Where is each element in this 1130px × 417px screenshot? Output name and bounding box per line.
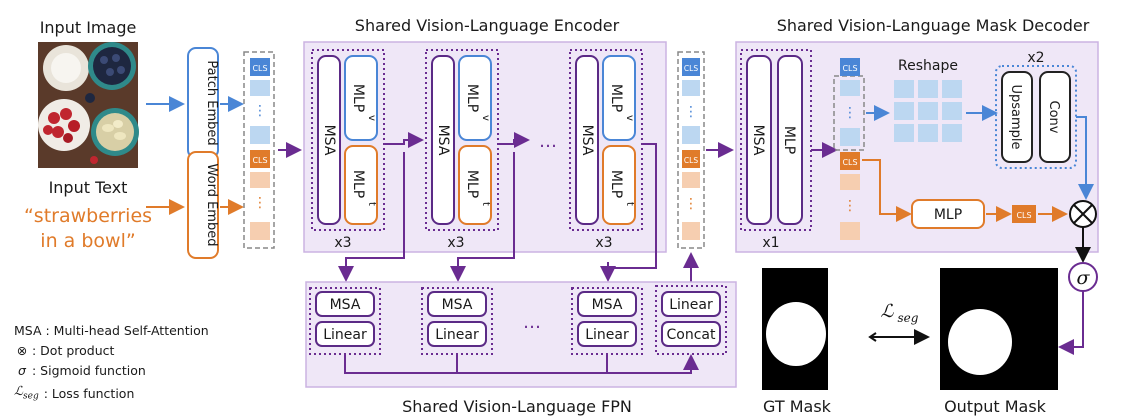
svg-text:x1: x1 [762,235,779,251]
svg-text:⋮: ⋮ [253,103,267,119]
loss-icon: ℒseg [14,383,39,402]
svg-text:Concat: Concat [667,327,716,343]
svg-text:MLP: MLP [781,126,797,154]
encoder-block-2: MSA MLP v MLP t x3 [425,49,499,251]
svg-text:MSA: MSA [321,125,337,156]
svg-text:CLS: CLS [684,156,698,165]
svg-text:x3: x3 [447,235,464,251]
svg-text:MSA: MSA [435,125,451,156]
svg-text:⋮: ⋮ [684,196,698,212]
svg-text:σ: σ [1077,267,1091,289]
svg-text:Word Embed: Word Embed [204,164,219,247]
svg-text:MSA: MSA [579,125,595,156]
svg-text:MLP: MLP [464,170,480,198]
decoder-title: Shared Vision-Language Mask Decoder [777,16,1090,35]
fpn-title: Shared Vision-Language FPN [402,397,632,416]
svg-text:Linear: Linear [585,327,629,343]
upsample-conv-block: Upsample Conv [995,65,1077,169]
svg-text:CLS: CLS [252,156,267,165]
input-text-line1: “strawberries [24,205,152,227]
decoder-block: MSA MLP x1 [740,49,812,251]
input-text-label: Input Text [49,178,128,197]
encoder-block-1: MSA MLP v MLP t x3 [311,49,385,251]
svg-text:Upsample: Upsample [1008,84,1023,149]
fpn-concat-block: Linear Concat [655,285,727,355]
svg-text:seg: seg [898,311,919,325]
input-text-line2: in a bowl” [40,230,135,252]
input-token-column: CLS ⋮ CLS ⋮ [243,51,275,249]
svg-text:MLP: MLP [608,84,624,112]
output-mask-title: Output Mask [944,397,1047,416]
patch-embed: Patch Embed [187,47,219,159]
dot-product-node [1069,200,1097,228]
fpn-block-2: MSA Linear [421,287,493,355]
svg-text:⋮: ⋮ [684,104,698,120]
encoder-block-3: MSA MLP v MLP t x3 [569,49,643,251]
word-embed: Word Embed [187,151,219,259]
legend: MSA : Multi-head Self-Attention ⊗ : Dot … [14,321,209,407]
upsample-repeat: x2 [1027,50,1044,66]
output-mask-image [940,268,1058,390]
svg-text:⋮: ⋮ [843,105,857,121]
svg-text:t: t [624,202,635,206]
svg-text:v: v [366,115,377,121]
input-image-title: Input Image [40,18,137,37]
middle-token-column: CLS ⋮ CLS ⋮ [677,51,705,249]
legend-dot-product: ⊗ : Dot product [14,341,209,361]
input-image [38,42,139,168]
mlp-cls-token [1012,205,1036,223]
svg-text:CLS: CLS [1016,211,1031,220]
encoder-title: Shared Vision-Language Encoder [355,16,620,35]
svg-text:Conv: Conv [1046,101,1061,134]
svg-text:MLP: MLP [350,84,366,112]
svg-text:MLP: MLP [934,207,962,223]
reshape-grid [894,80,962,142]
svg-text:x3: x3 [595,235,612,251]
svg-text:MSA: MSA [330,297,361,313]
fpn-block-3: MSA Linear [571,287,643,355]
svg-text:x3: x3 [334,235,351,251]
svg-text:MSA: MSA [750,125,766,156]
svg-text:v: v [480,115,491,121]
fpn-ellipsis: … [523,312,541,333]
svg-text:t: t [366,202,377,206]
legend-msa: MSA : Multi-head Self-Attention [14,323,209,338]
svg-text:CLS: CLS [252,64,267,73]
svg-text:CLS: CLS [842,64,857,73]
dot-product-icon: ⊗ [16,343,28,358]
gt-mask-title: GT Mask [763,397,832,416]
legend-loss: ℒseg : Loss function [14,381,209,407]
svg-text:MLP: MLP [464,84,480,112]
sigmoid-icon: σ [18,363,26,378]
legend-sigmoid: σ : Sigmoid function [14,361,209,381]
svg-text:ℒ: ℒ [881,301,895,322]
svg-text:v: v [624,115,635,121]
gt-mask-image [762,268,828,390]
svg-text:MSA: MSA [442,297,473,313]
reshape-label: Reshape [898,58,958,74]
svg-text:CLS: CLS [842,158,857,167]
svg-text:CLS: CLS [684,64,698,73]
svg-text:Patch Embed: Patch Embed [204,60,219,145]
svg-text:t: t [480,202,491,206]
svg-text:⋮: ⋮ [253,195,267,211]
svg-text:Linear: Linear [323,327,367,343]
sigmoid-node: σ [1068,262,1098,292]
svg-text:MSA: MSA [592,297,623,313]
svg-text:Linear: Linear [669,297,713,313]
encoder-ellipsis: … [539,131,557,152]
loss-label: ℒ seg [881,301,919,325]
decoder-token-column: CLS ⋮ CLS ⋮ [833,58,865,240]
mlp-head: MLP [911,199,985,229]
svg-text:Linear: Linear [435,327,479,343]
svg-text:MLP: MLP [350,170,366,198]
svg-text:MLP: MLP [608,170,624,198]
svg-text:⋮: ⋮ [843,198,857,214]
